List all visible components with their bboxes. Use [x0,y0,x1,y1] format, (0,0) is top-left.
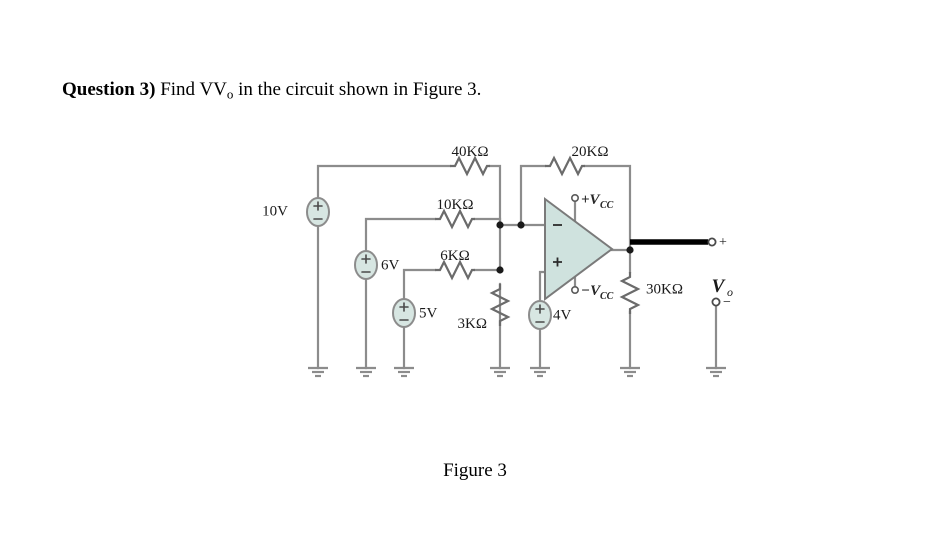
label-vcc-positive: +V [581,192,602,208]
wire-feedback-left [519,164,547,227]
label-20k: 20KΩ [572,144,609,160]
opamp [544,197,614,301]
ground-6v [356,366,376,378]
resistor-40k-symbol [450,155,490,177]
wire-6v-to-10k [364,217,437,257]
resistor-6k-symbol [435,259,475,281]
wire-feedback-to-output [583,164,632,252]
label-30k: 30KΩ [646,281,683,297]
resistor-20k-symbol [545,155,585,177]
label-vo: V [712,276,726,297]
ground-30k [620,366,640,378]
ground-output [706,366,726,378]
wire-10k-to-inverting-node [473,217,502,227]
label-vcc-negative-sub: CC [600,291,614,302]
output-terminal-plus [707,237,717,247]
question-text-after: in the circuit shown in Figure 3. [233,79,482,100]
ground-3k [490,366,510,378]
label-4v: 4V [553,307,572,323]
node-inverting [496,221,504,229]
node-feedback-tap [517,221,525,229]
voltage-source-6v [354,250,378,280]
label-terminal-plus: + [719,235,727,250]
node-output [626,246,634,254]
output-terminal-minus [711,297,721,307]
page-title: Question 3) Find VVo in the circuit show… [62,78,481,107]
ground-5v [394,366,414,378]
label-vcc-negative: −V [581,283,602,299]
opamp-noninverting-sign [553,257,562,267]
voltage-source-5v [392,298,416,328]
vo-symbol: V [213,79,227,100]
vcc-positive-terminal [570,194,579,203]
node-6k-3k [496,266,504,274]
wire-10v-to-40k [316,164,452,204]
label-10v: 10V [262,203,288,219]
label-5v: 5V [419,305,438,321]
label-6k: 6KΩ [440,248,469,264]
question-number: Question 3) [62,79,156,100]
label-3k: 3KΩ [458,316,487,332]
voltage-source-4v [528,300,552,330]
label-terminal-minus: − [723,295,731,310]
resistor-30k-symbol [619,272,641,314]
wire-40k-to-inverting-node [488,164,502,227]
ground-10v [308,366,328,378]
resistor-3k-symbol [489,284,511,326]
vo-subscript: o [226,86,234,102]
vcc-negative-terminal [570,285,579,294]
voltage-source-10v [306,197,330,227]
resistor-10k-symbol [435,208,475,230]
ground-4v [530,366,550,378]
wire-5v-to-6k [402,268,437,305]
question-text-before: Find V [155,79,214,100]
label-6v: 6V [381,257,400,273]
label-40k: 40KΩ [452,144,489,160]
label-vo-sub: o [727,285,733,299]
label-vcc-positive-sub: CC [600,200,614,211]
label-10k: 10KΩ [437,197,474,213]
figure-caption: Figure 3 [443,460,507,481]
